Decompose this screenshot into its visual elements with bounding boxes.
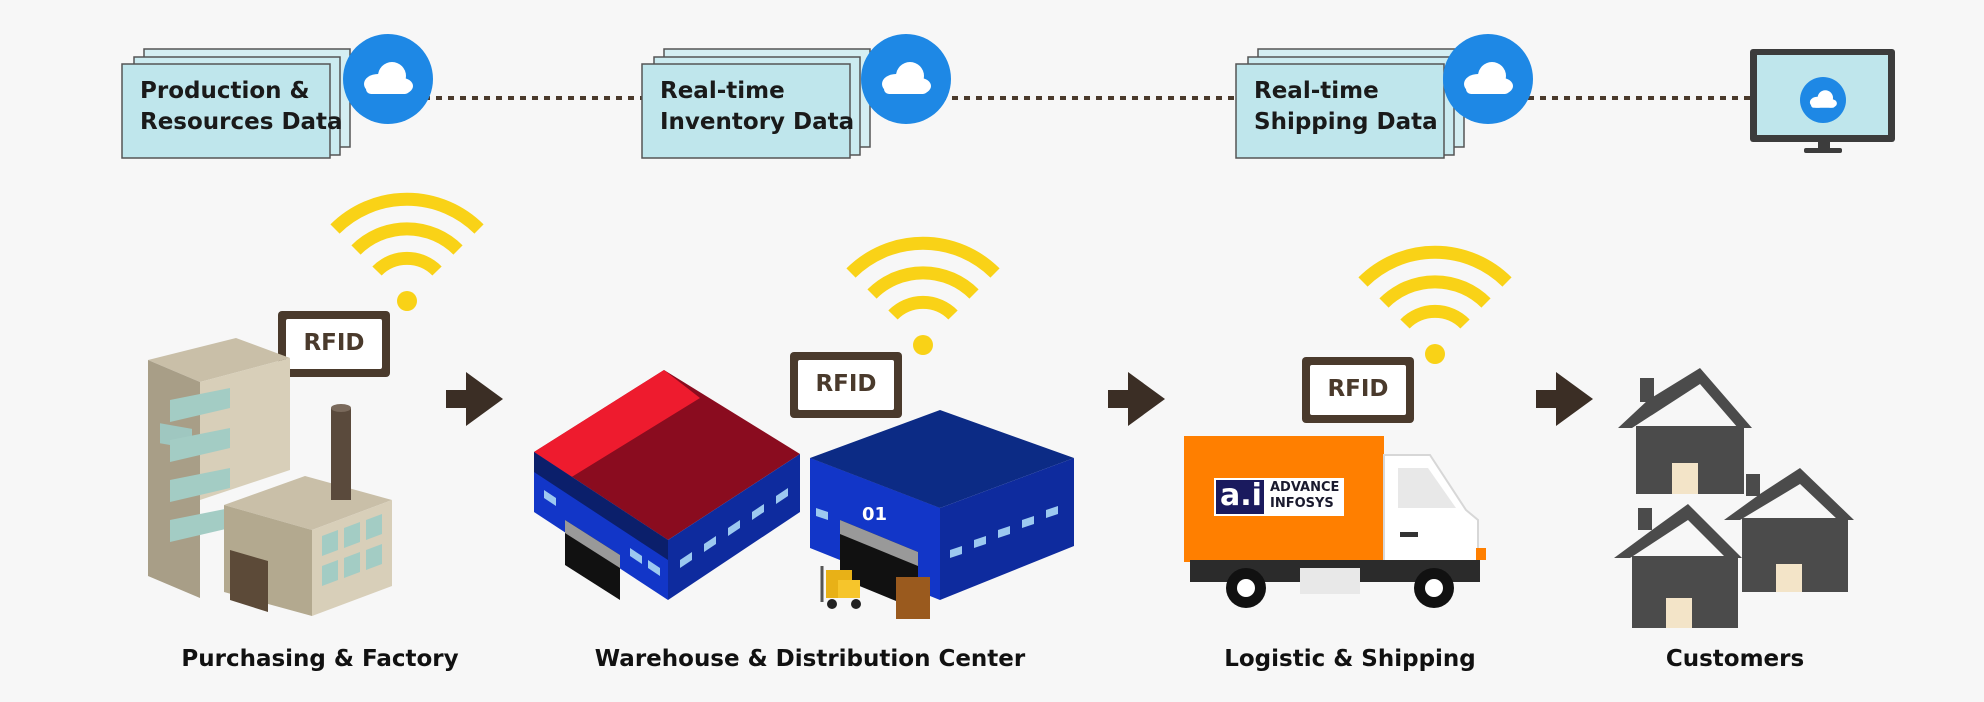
factory-icon xyxy=(148,338,392,616)
wifi-signal-icon xyxy=(330,192,484,311)
stage-caption-customers: Customers xyxy=(1665,646,1805,672)
houses-icon xyxy=(1614,368,1854,628)
stage-caption-factory: Purchasing & Factory xyxy=(181,646,459,672)
data-doc-inventory xyxy=(641,48,871,159)
arrow-right-icon xyxy=(446,372,503,426)
rfid-label: RFID xyxy=(1327,376,1389,402)
data-source-label: Real-time Shipping Data xyxy=(1254,78,1438,135)
warehouse-door-number: 01 xyxy=(862,504,888,525)
rfid-label: RFID xyxy=(303,330,365,356)
cloud-icon xyxy=(861,34,951,124)
stage-caption-warehouse: Warehouse & Distribution Center xyxy=(594,646,1026,672)
monitor-cloud-icon xyxy=(1750,49,1895,153)
data-doc-production xyxy=(121,48,351,159)
arrow-right-icon xyxy=(1536,372,1593,426)
wifi-signal-icon xyxy=(1358,245,1512,364)
rfid-tag xyxy=(278,311,390,377)
truck-logo: a.i xyxy=(1220,478,1262,513)
rfid-tag xyxy=(790,352,902,418)
data-source-label: Real-time Inventory Data xyxy=(660,78,855,135)
data-source-label: Production & Resources Data xyxy=(140,78,343,135)
truck-brand: ADVANCE INFOSYS xyxy=(1270,480,1340,511)
warehouse-icon xyxy=(534,370,1074,619)
cloud-icon xyxy=(1443,34,1533,124)
rfid-label: RFID xyxy=(815,371,877,397)
rfid-tag xyxy=(1302,357,1414,423)
truck-icon xyxy=(1184,436,1486,608)
cloud-icon xyxy=(343,34,433,124)
wifi-signal-icon xyxy=(846,236,1000,355)
stage-caption-shipping: Logistic & Shipping xyxy=(1224,646,1476,672)
arrow-right-icon xyxy=(1108,372,1165,426)
data-doc-shipping xyxy=(1235,48,1465,159)
